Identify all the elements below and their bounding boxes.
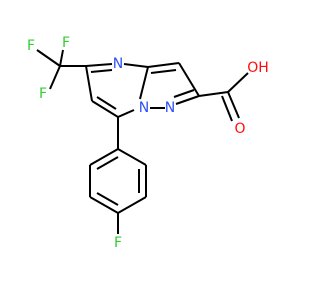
bond-aryl-6	[89, 148, 119, 166]
bond-c6-c7	[91, 100, 119, 118]
bond-c-o-double-a	[227, 91, 240, 119]
bond-lines	[36, 49, 249, 234]
bond-c-oh	[227, 72, 249, 93]
bond-c3a-c3	[147, 62, 180, 68]
bond-c-f2	[59, 49, 64, 67]
bond-aryl-3	[117, 196, 147, 214]
molecule-structure-drawing: F F F N N N OH O F	[27, 35, 269, 251]
bond-c2-cooh	[198, 91, 229, 97]
bond-n8-c3a	[139, 66, 149, 100]
nitrogen-atom-top: N	[113, 56, 123, 72]
bond-c3a-c3-double	[150, 69, 177, 74]
bond-c5-n4	[85, 63, 113, 67]
bond-c5-c6	[85, 65, 93, 102]
bond-c3-c2	[178, 62, 200, 97]
fluorine-atom-1: F	[27, 38, 35, 54]
fluorine-atom-2: F	[62, 35, 70, 51]
hydroxyl-oxygen-label: OH	[247, 60, 269, 76]
bond-c2-n1-double	[173, 89, 195, 98]
bond-c2-n1	[175, 95, 200, 105]
bond-c-o-double-b	[221, 95, 233, 122]
fluorine-atom-4: F	[114, 235, 122, 251]
nitrogen-atom-pyrazole: N	[165, 100, 175, 116]
nitrogen-atom-bridge: N	[139, 100, 149, 116]
bond-c5-n4-double	[90, 69, 113, 73]
carbonyl-oxygen-label: O	[234, 121, 245, 137]
bond-aryl-6-double	[96, 156, 119, 170]
bond-c7-n8	[117, 109, 135, 118]
bond-aryl-1	[117, 148, 147, 166]
bond-c-f1	[36, 49, 61, 67]
bond-c-f3	[49, 65, 61, 90]
bond-c6-c7-double	[96, 96, 117, 110]
atom-labels: F F F N N N OH O F	[27, 35, 269, 251]
bond-aryl-4-double	[96, 192, 119, 206]
bond-aryl-4	[89, 196, 119, 214]
fluorine-atom-3: F	[39, 86, 47, 102]
bond-n4-c3a	[123, 63, 149, 68]
